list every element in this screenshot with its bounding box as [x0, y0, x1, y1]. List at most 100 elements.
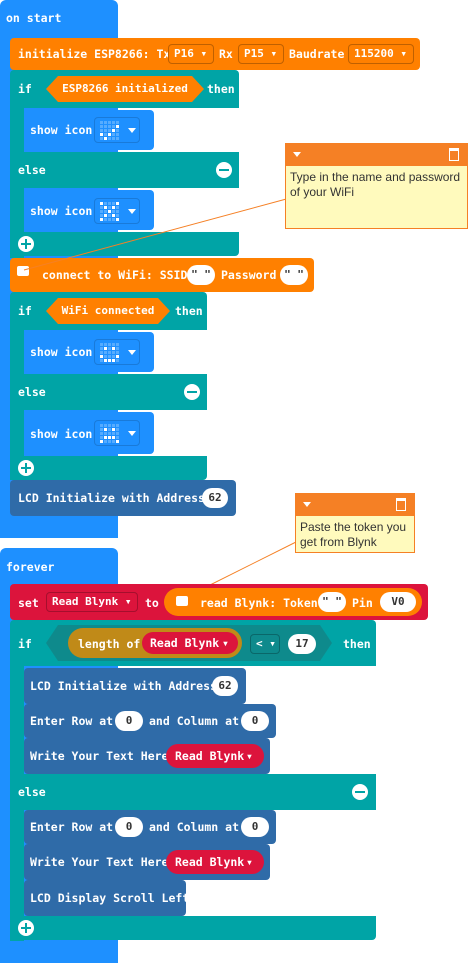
read-blynk-block[interactable]: [164, 588, 422, 616]
tx-dropdown[interactable]: P16 ▾: [168, 44, 214, 64]
comment-icon[interactable]: [17, 266, 29, 276]
pin-input[interactable]: V0: [380, 592, 416, 612]
led-pixel: [112, 428, 115, 431]
led-pixel: [116, 125, 119, 128]
chevron-down-icon: ▾: [246, 855, 253, 869]
if-label: if: [18, 637, 32, 651]
plus-icon[interactable]: [18, 236, 34, 252]
comment-text[interactable]: Type in the name and password of your Wi…: [290, 170, 461, 199]
minus-icon[interactable]: [352, 784, 368, 800]
led-pixel: [108, 210, 111, 213]
comment-icon[interactable]: [176, 596, 188, 606]
collapse-arrow-icon[interactable]: [303, 502, 311, 507]
variable-dropdown[interactable]: Read Blynk ▾: [46, 592, 138, 612]
variable-dropdown[interactable]: [166, 850, 264, 874]
else-label: else: [18, 785, 46, 799]
plus-icon[interactable]: [18, 460, 34, 476]
scroll-left-block[interactable]: [24, 880, 186, 916]
led-pixel: [104, 137, 107, 140]
scroll-left-label: LCD Display Scroll Left: [30, 891, 190, 905]
icon-picker-happy[interactable]: [94, 339, 140, 365]
led-pixel: [108, 432, 111, 435]
icon-picker-sad[interactable]: [94, 420, 140, 446]
led-pixel: [112, 133, 115, 136]
led-pixel: [112, 210, 115, 213]
variable-name: Read Blynk: [150, 636, 220, 650]
led-pixel: [104, 206, 107, 209]
comment-box-token[interactable]: Paste the token you get from Blynk: [295, 493, 415, 553]
column-input[interactable]: 0: [241, 711, 269, 731]
icon-picker-no[interactable]: [94, 198, 140, 224]
lcd-init-block[interactable]: [10, 480, 236, 516]
icon-picker-yes[interactable]: [94, 117, 140, 143]
minus-icon[interactable]: [216, 162, 232, 178]
enter-row-block-1[interactable]: [24, 704, 276, 738]
else-label: else: [18, 385, 46, 399]
led-pixel: [100, 436, 103, 439]
led-pixel: [104, 202, 107, 205]
led-pixel: [100, 351, 103, 354]
column-input[interactable]: 0: [241, 817, 269, 837]
operator-dropdown[interactable]: < ▾: [250, 634, 280, 654]
baud-dropdown[interactable]: 115200 ▾: [348, 44, 414, 64]
ssid-input[interactable]: " ": [187, 265, 215, 285]
compare-value-input[interactable]: 17: [288, 634, 316, 654]
if-end-bar-1: [10, 232, 239, 256]
comment-box-wifi[interactable]: Type in the name and password of your Wi…: [285, 143, 468, 229]
led-pixel: [116, 347, 119, 350]
lcd-address-input[interactable]: 62: [212, 676, 238, 696]
comment-header[interactable]: [296, 494, 414, 516]
variable-dropdown[interactable]: [142, 632, 238, 654]
column-label: and Column at: [149, 820, 240, 834]
led-pixel: [116, 359, 119, 362]
lcd-address-input[interactable]: 62: [202, 488, 228, 508]
variable-name: Read Blynk: [175, 855, 245, 869]
led-pixel: [108, 137, 111, 140]
collapse-arrow-icon[interactable]: [293, 152, 301, 157]
esp-initialized-condition[interactable]: ESP8266 initialized: [46, 76, 204, 102]
tx-value: P16: [174, 47, 194, 60]
comment-header[interactable]: [286, 144, 467, 166]
minus-icon[interactable]: [184, 384, 200, 400]
led-pixel: [104, 218, 107, 221]
else-bar-1: [10, 152, 239, 188]
rx-dropdown[interactable]: P15 ▾: [238, 44, 284, 64]
led-pixel: [108, 436, 111, 439]
else-label: else: [18, 163, 46, 177]
baud-label: Baudrate: [289, 47, 345, 61]
led-pixel: [112, 218, 115, 221]
password-input[interactable]: " ": [280, 265, 308, 285]
trash-icon[interactable]: [396, 498, 406, 511]
led-pixel: [100, 214, 103, 217]
led-pixel: [104, 359, 107, 362]
led-pixel: [108, 125, 111, 128]
led-pixel: [116, 424, 119, 427]
row-input[interactable]: 0: [115, 711, 143, 731]
row-input[interactable]: 0: [115, 817, 143, 837]
led-pixel: [112, 347, 115, 350]
variable-dropdown[interactable]: [166, 744, 264, 768]
lcd-init-block-2[interactable]: [24, 668, 246, 704]
token-input[interactable]: " ": [318, 592, 346, 612]
comment-text[interactable]: Paste the token you get from Blynk: [300, 520, 407, 549]
led-pixel: [108, 440, 111, 443]
led-pixel: [108, 202, 111, 205]
variable-name: Read Blynk: [52, 595, 119, 608]
led-pixel: [104, 343, 107, 346]
led-pixel: [108, 424, 111, 427]
led-pixel: [100, 347, 103, 350]
led-pixel: [100, 359, 103, 362]
led-pixel: [116, 210, 119, 213]
led-pixel: [100, 125, 103, 128]
led-pixel: [104, 121, 107, 124]
trash-icon[interactable]: [449, 148, 459, 161]
wifi-connected-condition[interactable]: WiFi connected: [46, 298, 170, 324]
baud-value: 115200: [354, 47, 394, 60]
lcd-init-label: LCD Initialize with Address: [30, 679, 217, 693]
led-pixel: [112, 424, 115, 427]
led-pixel: [116, 428, 119, 431]
led-pixel: [104, 351, 107, 354]
plus-icon[interactable]: [18, 920, 34, 936]
enter-row-block-2[interactable]: [24, 810, 276, 844]
led-pixel: [112, 202, 115, 205]
